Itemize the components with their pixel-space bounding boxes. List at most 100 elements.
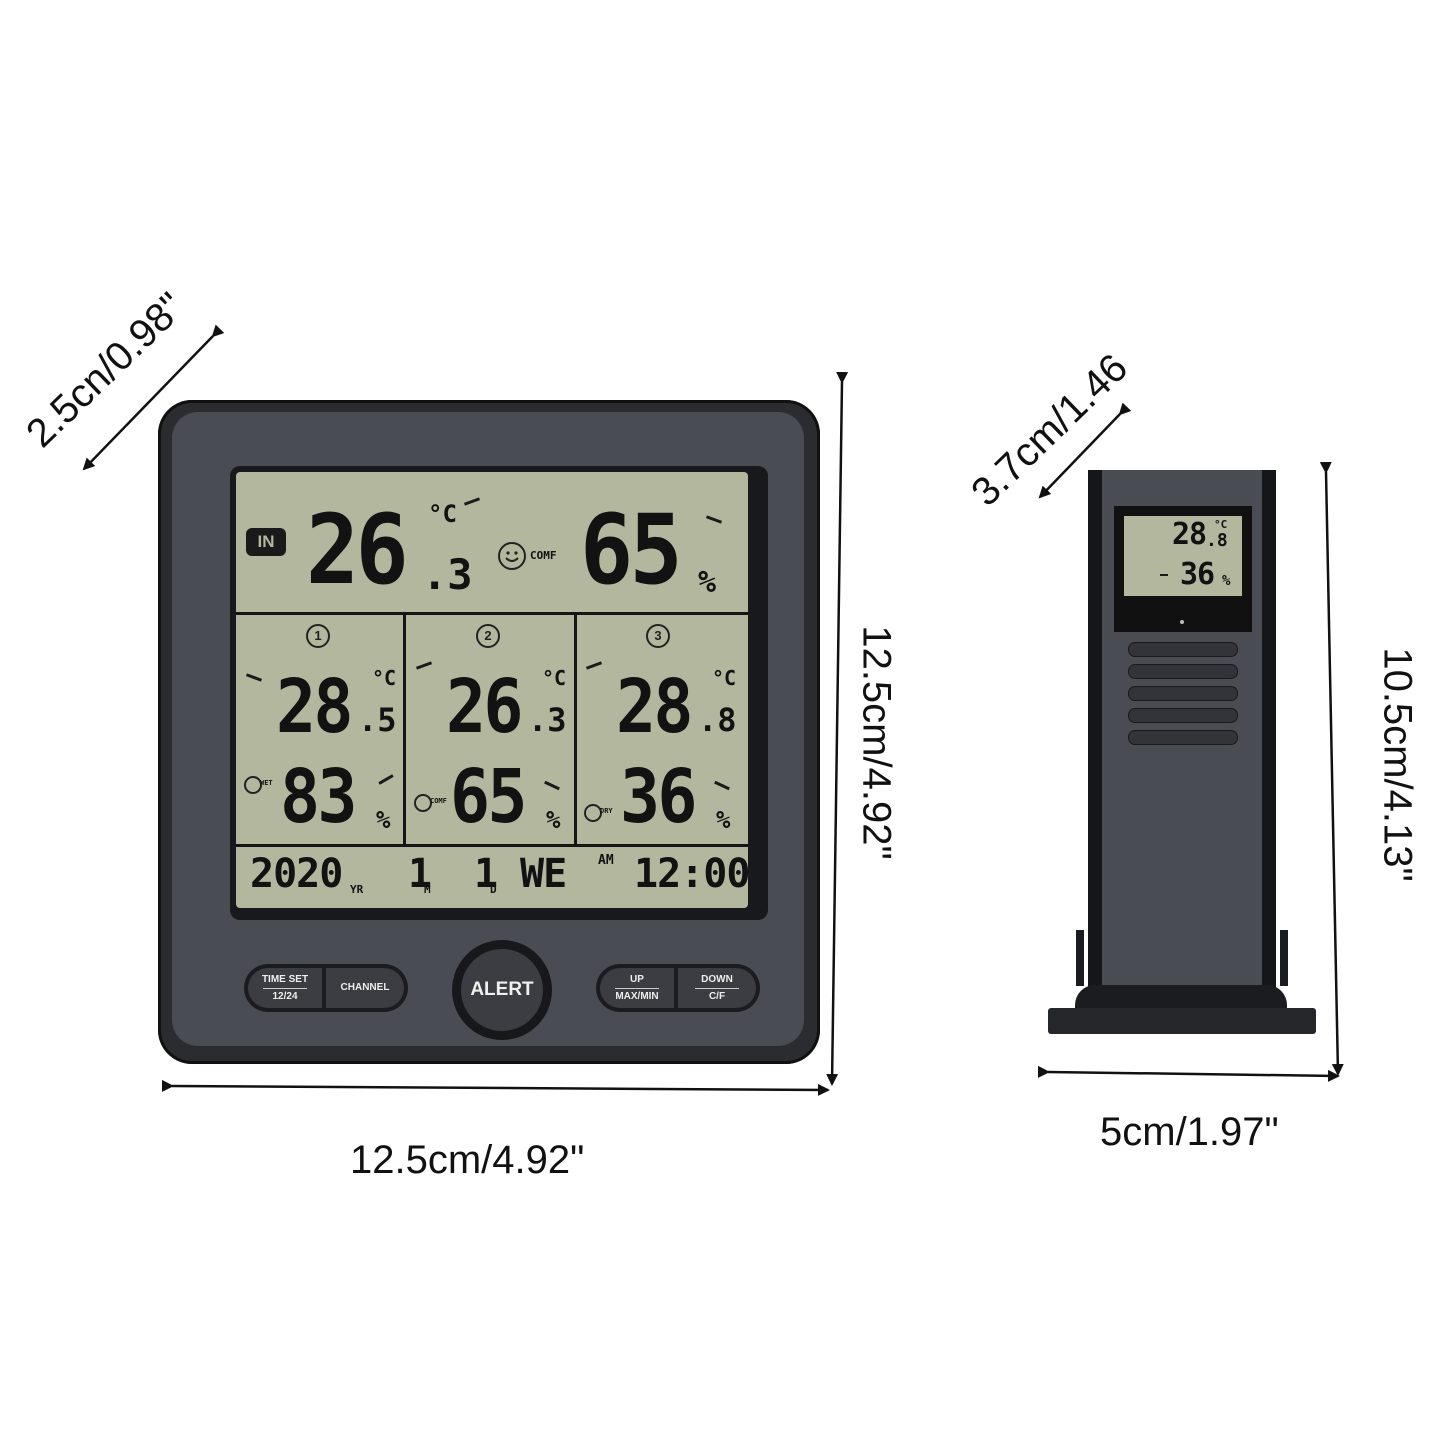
sensor-lcd-screen: 28 .8 °C 36 % xyxy=(1124,516,1242,596)
down-label: DOWN xyxy=(701,974,733,985)
channel-1-status-icon xyxy=(244,776,262,794)
date-month: 1 xyxy=(408,851,432,897)
channel-1-temp-unit: °C xyxy=(372,666,397,690)
channel-2-humidity-unit: % xyxy=(546,806,561,834)
alert-button-ring: ALERT xyxy=(452,940,552,1040)
station-width-arrow xyxy=(161,1079,830,1096)
station-depth-arrow xyxy=(82,324,225,471)
lcd-divider-bottom xyxy=(236,844,748,847)
lcd-divider-top xyxy=(236,612,748,615)
date-year: 2020 xyxy=(250,851,343,897)
indoor-comfort-label: COMF xyxy=(530,549,557,562)
lcd-divider-1 xyxy=(403,614,406,846)
right-button-group: UP MAX/MIN DOWN C/F xyxy=(596,964,760,1012)
channel-1-humidity: 83 xyxy=(280,754,358,840)
channel-label: CHANNEL xyxy=(340,982,390,994)
sensor-lcd-frame: 28 .8 °C 36 % xyxy=(1114,506,1252,632)
sensor-humidity-unit: % xyxy=(1222,573,1231,589)
channel-3-status-label: DRY xyxy=(600,807,613,815)
channel-2-number-icon: 2 xyxy=(476,624,500,648)
channel-2-humidity: 65 xyxy=(450,754,528,840)
down-sub-label: C/F xyxy=(708,990,726,1002)
sensor-stand-top xyxy=(1075,985,1287,1009)
comfort-smiley-icon xyxy=(498,542,526,570)
date-time: 12:00 xyxy=(634,851,748,897)
left-button-group: TIME SET 12/24 CHANNEL xyxy=(244,964,408,1012)
alert-button[interactable]: ALERT xyxy=(461,949,543,1031)
lcd-screen: IN 26 .3 °C COMF 65 % 1 28 xyxy=(236,472,748,908)
channel-3-temp-int: 28 xyxy=(616,664,694,750)
sensor-temp-dec: .8 xyxy=(1206,530,1228,551)
sensor-temp-unit: °C xyxy=(1214,518,1228,531)
channel-3-humidity: 36 xyxy=(620,754,698,840)
date-day: 1 xyxy=(474,851,498,897)
channel-1-humidity-trend-icon xyxy=(378,774,394,785)
channel-2-humidity-trend-icon xyxy=(544,780,560,791)
sensor-vent-4 xyxy=(1128,708,1238,723)
station-height-label: 12.5cm/4.92" xyxy=(854,625,899,860)
sensor-vent-5 xyxy=(1128,730,1238,745)
channel-1-temp-int: 28 xyxy=(276,664,354,750)
channel-1-status-label: WET xyxy=(260,779,273,787)
sensor-width-arrow xyxy=(1037,1065,1340,1082)
station-width-label: 12.5cm/4.92" xyxy=(350,1138,585,1182)
channel-3-number-icon: 3 xyxy=(646,624,670,648)
sensor-temp-int: 28 xyxy=(1172,517,1207,552)
sensor-height-label: 10.5cm/4.13" xyxy=(1375,647,1420,882)
station-height-arrow xyxy=(826,371,849,1086)
up-label: UP xyxy=(630,974,644,985)
indoor-temp-dec: .3 xyxy=(422,550,473,599)
outdoor-sensor: 28 .8 °C 36 % xyxy=(1088,470,1276,1008)
channel-1-temp-trend-icon xyxy=(245,673,263,682)
time-set-button[interactable]: TIME SET 12/24 xyxy=(248,968,322,1008)
channel-3-status-icon xyxy=(584,804,602,822)
sensor-vent-3 xyxy=(1128,686,1238,701)
weather-station: IN 26 .3 °C COMF 65 % 1 28 xyxy=(158,400,820,1064)
time-set-sub-label: 12/24 xyxy=(272,990,298,1002)
channel-2-temp-unit: °C xyxy=(542,666,567,690)
channel-3-humidity-trend-icon xyxy=(714,780,730,791)
up-sub-label: MAX/MIN xyxy=(615,990,659,1002)
indoor-humidity-trend-icon xyxy=(705,515,723,524)
channel-2-temp-dec: .3 xyxy=(528,701,567,739)
sensor-height-arrow xyxy=(1319,461,1344,1076)
indoor-humidity: 65 xyxy=(580,494,683,606)
indoor-temp-int: 26 xyxy=(306,494,409,606)
stand-prong-right xyxy=(1280,930,1288,986)
up-button[interactable]: UP MAX/MIN xyxy=(600,968,674,1008)
channel-2-status-icon xyxy=(414,794,432,812)
indoor-humidity-unit: % xyxy=(698,565,717,600)
channel-2-status-label: COMF xyxy=(430,797,447,805)
sensor-width-label: 5cm/1.97" xyxy=(1100,1110,1279,1154)
sensor-vent-1 xyxy=(1128,642,1238,657)
channel-3-temp-trend-icon xyxy=(585,661,603,670)
channel-3-humidity-unit: % xyxy=(716,806,731,834)
date-year-unit: YR xyxy=(350,883,364,896)
station-face: IN 26 .3 °C COMF 65 % 1 28 xyxy=(172,412,804,1046)
date-day-unit: D xyxy=(490,883,497,896)
sensor-stand-base xyxy=(1048,1008,1316,1034)
channel-3-temp-dec: .8 xyxy=(698,701,737,739)
date-weekday: WE xyxy=(520,851,567,897)
channel-1-temp-dec: .5 xyxy=(358,701,397,739)
indoor-temp-unit: °C xyxy=(428,500,457,528)
sensor-body: 28 .8 °C 36 % xyxy=(1102,470,1262,1008)
lcd-divider-2 xyxy=(574,614,577,846)
channel-2-temp-int: 26 xyxy=(446,664,524,750)
date-month-unit: M xyxy=(424,883,431,896)
sensor-depth-arrow xyxy=(1038,402,1132,499)
date-ampm: AM xyxy=(598,853,614,868)
channel-1-humidity-unit: % xyxy=(376,806,391,834)
down-button[interactable]: DOWN C/F xyxy=(678,968,756,1008)
channel-button[interactable]: CHANNEL xyxy=(326,968,404,1008)
stand-prong-left xyxy=(1076,930,1084,986)
channel-3-temp-unit: °C xyxy=(712,666,737,690)
indoor-badge: IN xyxy=(246,528,286,556)
sensor-humidity: 36 xyxy=(1180,557,1215,592)
indoor-temp-trend-icon xyxy=(463,497,481,506)
time-set-label: TIME SET xyxy=(261,974,309,985)
channel-1-number-icon: 1 xyxy=(306,624,330,648)
sensor-humidity-trend-icon xyxy=(1160,574,1168,576)
channel-2-temp-trend-icon xyxy=(415,661,433,670)
sensor-led-indicator xyxy=(1180,620,1184,624)
